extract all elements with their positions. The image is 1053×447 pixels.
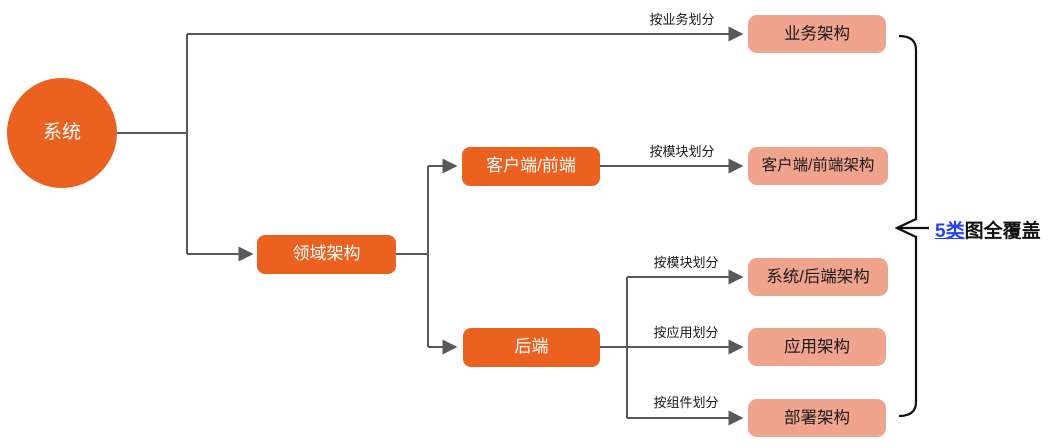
edge-label-by-component: 按组件划分 [653,395,719,410]
leaf-frontend-arch: 客户端/前端架构 [748,147,888,185]
edge-label-by-module-backend: 按模块划分 [653,255,719,270]
node-frontend: 客户端/前端 [462,147,600,186]
edge-label-by-application: 按应用划分 [653,325,719,340]
edge-label-by-module-frontend: 按模块划分 [649,144,715,159]
node-domain-arch: 领域架构 [257,235,396,274]
edge-label-by-business: 按业务划分 [649,12,715,27]
grouping-bracket-icon [894,34,929,418]
node-system: 系统 [7,78,117,188]
leaf-deploy-arch: 部署架构 [748,399,886,437]
side-note: 5类图全覆盖 [935,216,1041,243]
tree-edges [117,26,744,426]
leaf-system-backend-arch: 系统/后端架构 [748,258,888,296]
leaf-app-arch: 应用架构 [748,328,886,366]
side-note-highlight: 5类 [935,221,965,242]
node-backend: 后端 [463,328,600,367]
side-note-rest: 图全覆盖 [964,221,1041,242]
leaf-business-arch: 业务架构 [748,15,886,53]
